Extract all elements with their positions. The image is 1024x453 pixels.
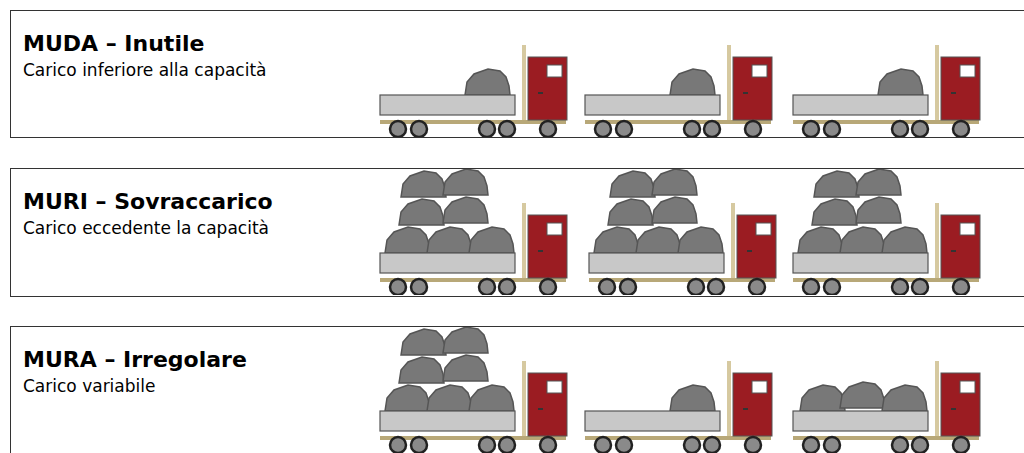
waste-description: Carico eccedente la capacità: [23, 218, 269, 238]
waste-description: Carico variabile: [23, 376, 155, 396]
waste-heading: MURI – Sovraccarico: [23, 189, 273, 214]
waste-band: MURA – IrregolareCarico variabile: [10, 326, 1024, 453]
waste-heading: MURA – Irregolare: [23, 347, 247, 372]
waste-band: MURI – SovraccaricoCarico eccedente la c…: [10, 168, 1024, 297]
waste-band: MUDA – InutileCarico inferiore alla capa…: [10, 10, 1024, 138]
waste-heading: MUDA – Inutile: [23, 31, 204, 56]
waste-description: Carico inferiore alla capacità: [23, 60, 267, 80]
